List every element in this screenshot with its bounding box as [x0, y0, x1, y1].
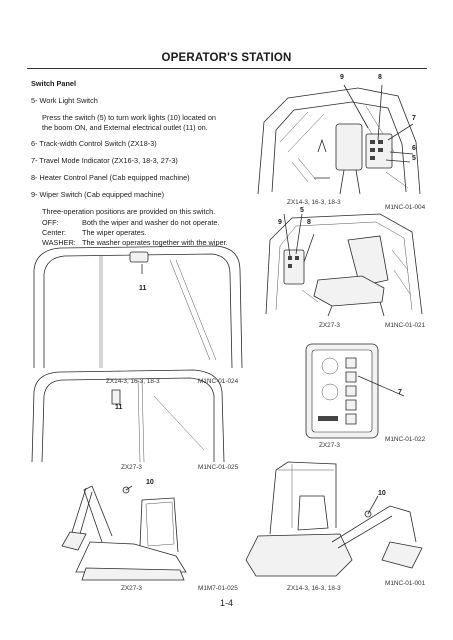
washer-label: WASHER: [42, 238, 76, 247]
fig1-callout-6: 6 [412, 145, 416, 152]
fig6-model: ZX27-3 [121, 585, 142, 592]
page-number: 1-4 [219, 598, 233, 608]
fig2-callout-5: 5 [300, 207, 304, 214]
fig5-callout-11: 11 [115, 404, 123, 411]
off-text: Both the wiper and washer do not operate… [82, 218, 220, 227]
fig7-callout-10: 10 [378, 490, 386, 497]
fig4-code: M1NC-01-022 [385, 436, 426, 443]
item-8-title: 8- Heater Control Panel (Cab equipped ma… [31, 173, 190, 182]
off-label: OFF: [42, 218, 59, 227]
washer-text: The washer operates together with the wi… [82, 238, 228, 247]
fig4-model: ZX27-3 [319, 442, 340, 449]
item-9-desc: Three-operation positions are provided o… [42, 207, 216, 216]
item-5-title: 5- Work Light Switch [31, 96, 98, 105]
fig2-model: ZX27-3 [319, 322, 340, 329]
figure-3-canopy-outlet [30, 240, 252, 368]
fig1-callout-5: 5 [412, 155, 416, 162]
fig3-model: ZX14-3, 16-3, 18-3 [106, 378, 160, 385]
figure-7-excavator-zx14 [240, 456, 426, 580]
fig2-callout-9: 9 [278, 219, 282, 226]
fig2-code: M1NC-01-021 [385, 322, 426, 329]
figure-2-cab-seat [262, 210, 426, 318]
page-title: OPERATOR'S STATION [161, 52, 292, 64]
figure-4-switch-panel [294, 336, 424, 446]
fig5-code: M1NC-01-025 [198, 464, 239, 471]
fig1-callout-7: 7 [412, 115, 416, 122]
item-5-desc-line-2: the boom ON, and External electrical out… [42, 123, 208, 132]
fig7-code: M1NC-01-001 [385, 580, 426, 587]
fig5-model: ZX27-3 [121, 464, 142, 471]
fig6-code: M1M7-01-025 [198, 585, 238, 592]
fig3-callout-11: 11 [139, 285, 147, 292]
fig6-callout-10: 10 [146, 479, 154, 486]
fig3-code: M1NC-01-024 [198, 378, 239, 385]
figure-6-excavator-zx27 [56, 472, 196, 582]
item-6-title: 6- Track-width Control Switch (ZX18-3) [31, 139, 157, 148]
fig1-model: ZX14-3, 16-3, 18-3 [287, 199, 341, 206]
item-7-title: 7- Travel Mode Indicator (ZX16-3, 18-3, … [31, 156, 178, 165]
fig7-model: ZX14-3, 16-3, 18-3 [287, 585, 341, 592]
section-heading: Switch Panel [31, 79, 77, 88]
fig2-callout-8: 8 [307, 219, 311, 226]
title-rule [27, 68, 427, 69]
center-label: Center: [42, 228, 66, 237]
item-9-title: 9- Wiper Switch (Cab equipped machine) [31, 190, 165, 199]
center-text: The wiper operates. [82, 228, 147, 237]
figure-5-cab-outlet [28, 366, 228, 462]
fig4-callout-7: 7 [398, 389, 402, 396]
item-5-desc-line-1: Press the switch (5) to turn work lights… [42, 113, 216, 122]
figure-1-cab-interior [248, 82, 426, 200]
fig1-code: M1NC-01-004 [385, 204, 426, 211]
fig1-callout-8: 8 [378, 74, 382, 81]
fig1-callout-9: 9 [340, 74, 344, 81]
